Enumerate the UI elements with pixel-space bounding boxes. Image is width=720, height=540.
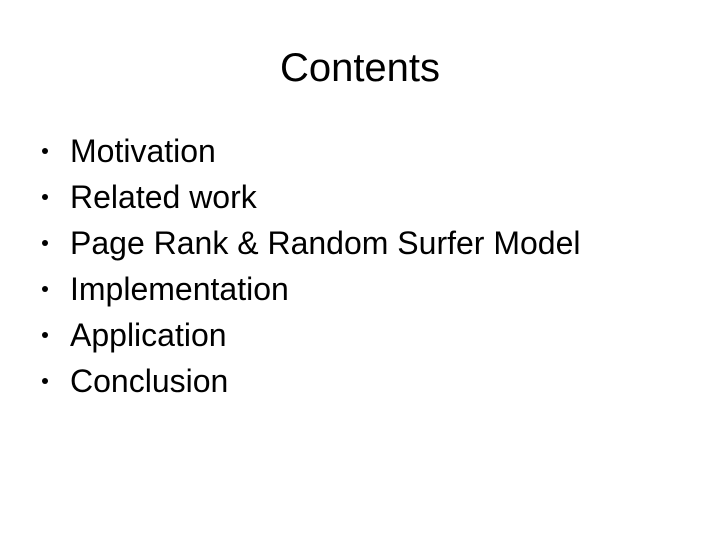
list-item-label: Application [70, 317, 227, 353]
list-item[interactable]: Motivation [34, 128, 694, 174]
bullet-list: Motivation Related work Page Rank & Rand… [34, 128, 694, 404]
bullet-point-icon [42, 332, 48, 338]
list-item[interactable]: Implementation [34, 266, 694, 312]
bullet-point-icon [42, 148, 48, 154]
list-item-label: Page Rank & Random Surfer Model [70, 225, 581, 261]
list-item[interactable]: Conclusion [34, 358, 694, 404]
list-item-label: Implementation [70, 271, 289, 307]
bullet-point-icon [42, 378, 48, 384]
content-placeholder: Motivation Related work Page Rank & Rand… [34, 128, 694, 404]
list-item-label: Related work [70, 179, 257, 215]
page-title: Contents [279, 46, 441, 90]
bullet-point-icon [42, 240, 48, 246]
list-item[interactable]: Application [34, 312, 694, 358]
list-item[interactable]: Related work [34, 174, 694, 220]
bullet-point-icon [42, 286, 48, 292]
bullet-point-icon [42, 194, 48, 200]
list-item-label: Motivation [70, 133, 216, 169]
list-item-label: Conclusion [70, 363, 229, 399]
list-item[interactable]: Page Rank & Random Surfer Model [34, 220, 694, 266]
